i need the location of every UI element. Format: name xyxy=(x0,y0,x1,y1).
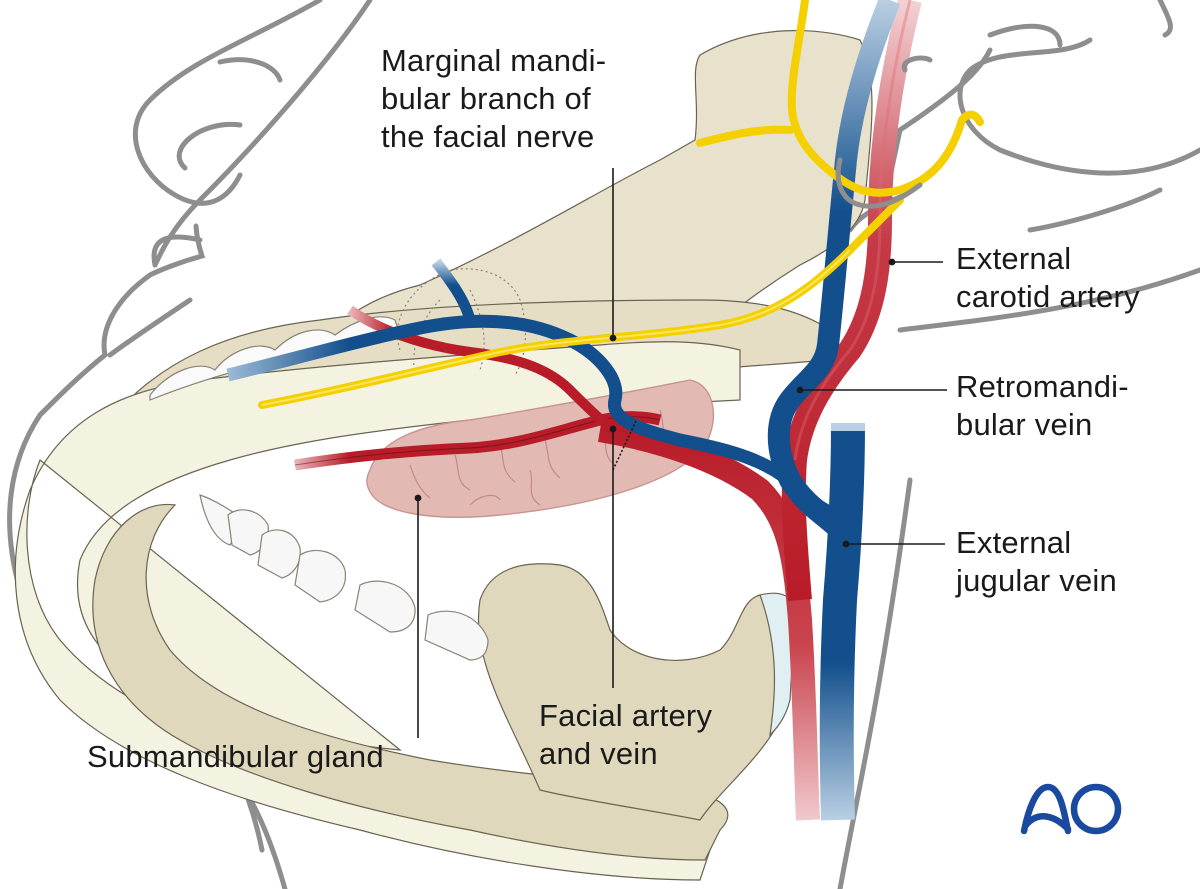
label-marginal-mandibular-nerve: Marginal mandi- bular branch of the faci… xyxy=(381,42,606,156)
label-line: bular branch of xyxy=(381,81,591,116)
label-line: and vein xyxy=(539,736,658,771)
mandible xyxy=(14,30,873,881)
label-external-carotid-artery: External carotid artery xyxy=(956,240,1140,316)
ao-logo-mark xyxy=(1020,783,1122,835)
label-external-jugular-vein: External jugular vein xyxy=(956,524,1117,600)
label-facial-artery-and-vein: Facial artery and vein xyxy=(539,697,712,773)
facial-vein-branch xyxy=(431,258,476,322)
lower-teeth xyxy=(199,494,489,661)
ao-logo-a xyxy=(1020,783,1072,835)
leader-lines xyxy=(414,168,947,738)
facial-nerve-branches xyxy=(696,0,984,197)
label-line: Retromandi- xyxy=(956,369,1129,404)
label-line: Facial artery xyxy=(539,698,713,733)
label-submandibular-gland: Submandibular gland xyxy=(87,738,384,776)
ao-logo-o xyxy=(1070,783,1122,835)
label-line: bular vein xyxy=(956,407,1093,442)
jugular-top-fade xyxy=(831,423,865,431)
label-line: Submandibular gland xyxy=(87,739,384,774)
label-line: jugular vein xyxy=(956,563,1117,598)
dotted-outlines xyxy=(396,268,526,376)
ao-logo: AO xyxy=(1020,783,1122,835)
label-line: carotid artery xyxy=(956,279,1140,314)
overlay-outline-strokes xyxy=(835,55,933,209)
retromandibular-vein xyxy=(767,0,901,538)
label-retromandibular-vein: Retromandi- bular vein xyxy=(956,368,1129,444)
label-line: External xyxy=(956,241,1072,276)
ao-logo-a-bar xyxy=(1022,813,1072,833)
label-line: External xyxy=(956,525,1072,560)
leader-facial-vein-branch xyxy=(612,420,637,471)
carotid-highlight xyxy=(793,0,912,461)
external-jugular-vein xyxy=(819,424,865,821)
nerve-highlight xyxy=(261,249,851,406)
label-line: Marginal mandi- xyxy=(381,43,607,78)
label-line: the facial nerve xyxy=(381,119,595,154)
